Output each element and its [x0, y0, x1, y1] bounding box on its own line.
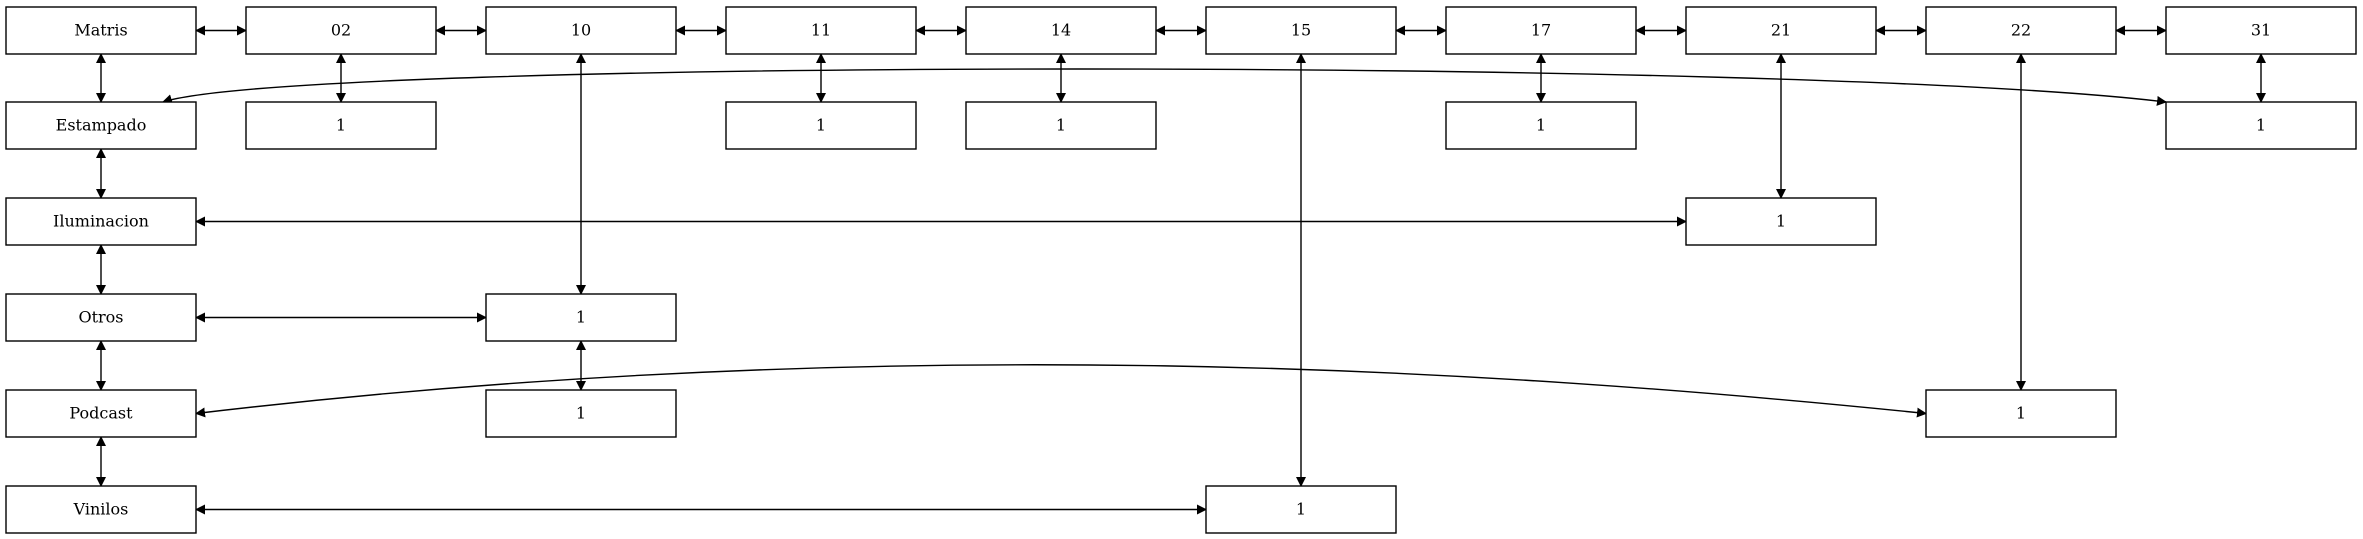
node-label: 11 — [811, 21, 831, 40]
node-p22: 1 — [1925, 389, 2117, 438]
node-box — [485, 293, 677, 342]
node-label: 21 — [1771, 21, 1791, 40]
node-label: 1 — [576, 308, 586, 327]
edge-estampado-e31 — [162, 68, 2167, 106]
node-estampado: Estampado — [5, 101, 197, 150]
node-e11: 1 — [725, 101, 917, 150]
edge-podcast-p22 — [195, 364, 1927, 418]
node-label: 1 — [1056, 116, 1066, 135]
node-label: 31 — [2251, 21, 2271, 40]
node-label: Vinilos — [73, 500, 129, 519]
node-box — [725, 6, 917, 55]
node-label: 1 — [576, 404, 586, 423]
node-box — [1685, 197, 1877, 246]
node-n22: 22 — [1925, 6, 2117, 55]
node-n02: 02 — [245, 6, 437, 55]
node-label: 1 — [336, 116, 346, 135]
node-box — [245, 6, 437, 55]
node-label: 10 — [571, 21, 591, 40]
node-box — [5, 101, 197, 150]
node-box — [1205, 485, 1397, 534]
node-box — [965, 6, 1157, 55]
node-label: 15 — [1291, 21, 1311, 40]
node-matris: Matris — [5, 6, 197, 55]
node-label: Matris — [74, 21, 127, 40]
node-box — [485, 389, 677, 438]
node-box — [1925, 6, 2117, 55]
node-p10: 1 — [485, 389, 677, 438]
node-label: Podcast — [69, 404, 133, 423]
node-box — [245, 101, 437, 150]
node-n15: 15 — [1205, 6, 1397, 55]
node-box — [2165, 6, 2357, 55]
node-label: 1 — [2256, 116, 2266, 135]
node-box — [725, 101, 917, 150]
node-label: 22 — [2011, 21, 2031, 40]
node-iluminacion: Iluminacion — [5, 197, 197, 246]
node-label: 1 — [1296, 500, 1306, 519]
node-label: Estampado — [56, 116, 147, 135]
node-label: 14 — [1051, 21, 1071, 40]
node-e14: 1 — [965, 101, 1157, 150]
node-box — [5, 6, 197, 55]
edges-layer — [96, 25, 2266, 515]
node-n10: 10 — [485, 6, 677, 55]
node-otros: Otros — [5, 293, 197, 342]
node-label: Otros — [78, 308, 123, 327]
node-e31: 1 — [2165, 101, 2357, 150]
node-n11: 11 — [725, 6, 917, 55]
edge-line — [195, 364, 1927, 418]
node-podcast: Podcast — [5, 389, 197, 438]
node-box — [1925, 389, 2117, 438]
node-box — [1445, 6, 1637, 55]
node-n31: 31 — [2165, 6, 2357, 55]
node-n17: 17 — [1445, 6, 1637, 55]
node-v15: 1 — [1205, 485, 1397, 534]
node-box — [5, 485, 197, 534]
node-n21: 21 — [1685, 6, 1877, 55]
node-i21: 1 — [1685, 197, 1877, 246]
node-label: 1 — [1776, 212, 1786, 231]
node-box — [5, 389, 197, 438]
node-box — [1205, 6, 1397, 55]
node-e17: 1 — [1445, 101, 1637, 150]
node-label: Iluminacion — [53, 212, 149, 231]
node-label: 1 — [816, 116, 826, 135]
node-box — [2165, 101, 2357, 150]
node-label: 1 — [2016, 404, 2026, 423]
node-o10: 1 — [485, 293, 677, 342]
node-box — [5, 293, 197, 342]
node-label: 1 — [1536, 116, 1546, 135]
node-vinilos: Vinilos — [5, 485, 197, 534]
node-n14: 14 — [965, 6, 1157, 55]
node-box — [965, 101, 1157, 150]
node-label: 17 — [1531, 21, 1551, 40]
node-box — [485, 6, 677, 55]
node-box — [5, 197, 197, 246]
node-box — [1685, 6, 1877, 55]
edge-line — [162, 68, 2167, 106]
node-e02: 1 — [245, 101, 437, 150]
node-label: 02 — [331, 21, 351, 40]
node-box — [1445, 101, 1637, 150]
